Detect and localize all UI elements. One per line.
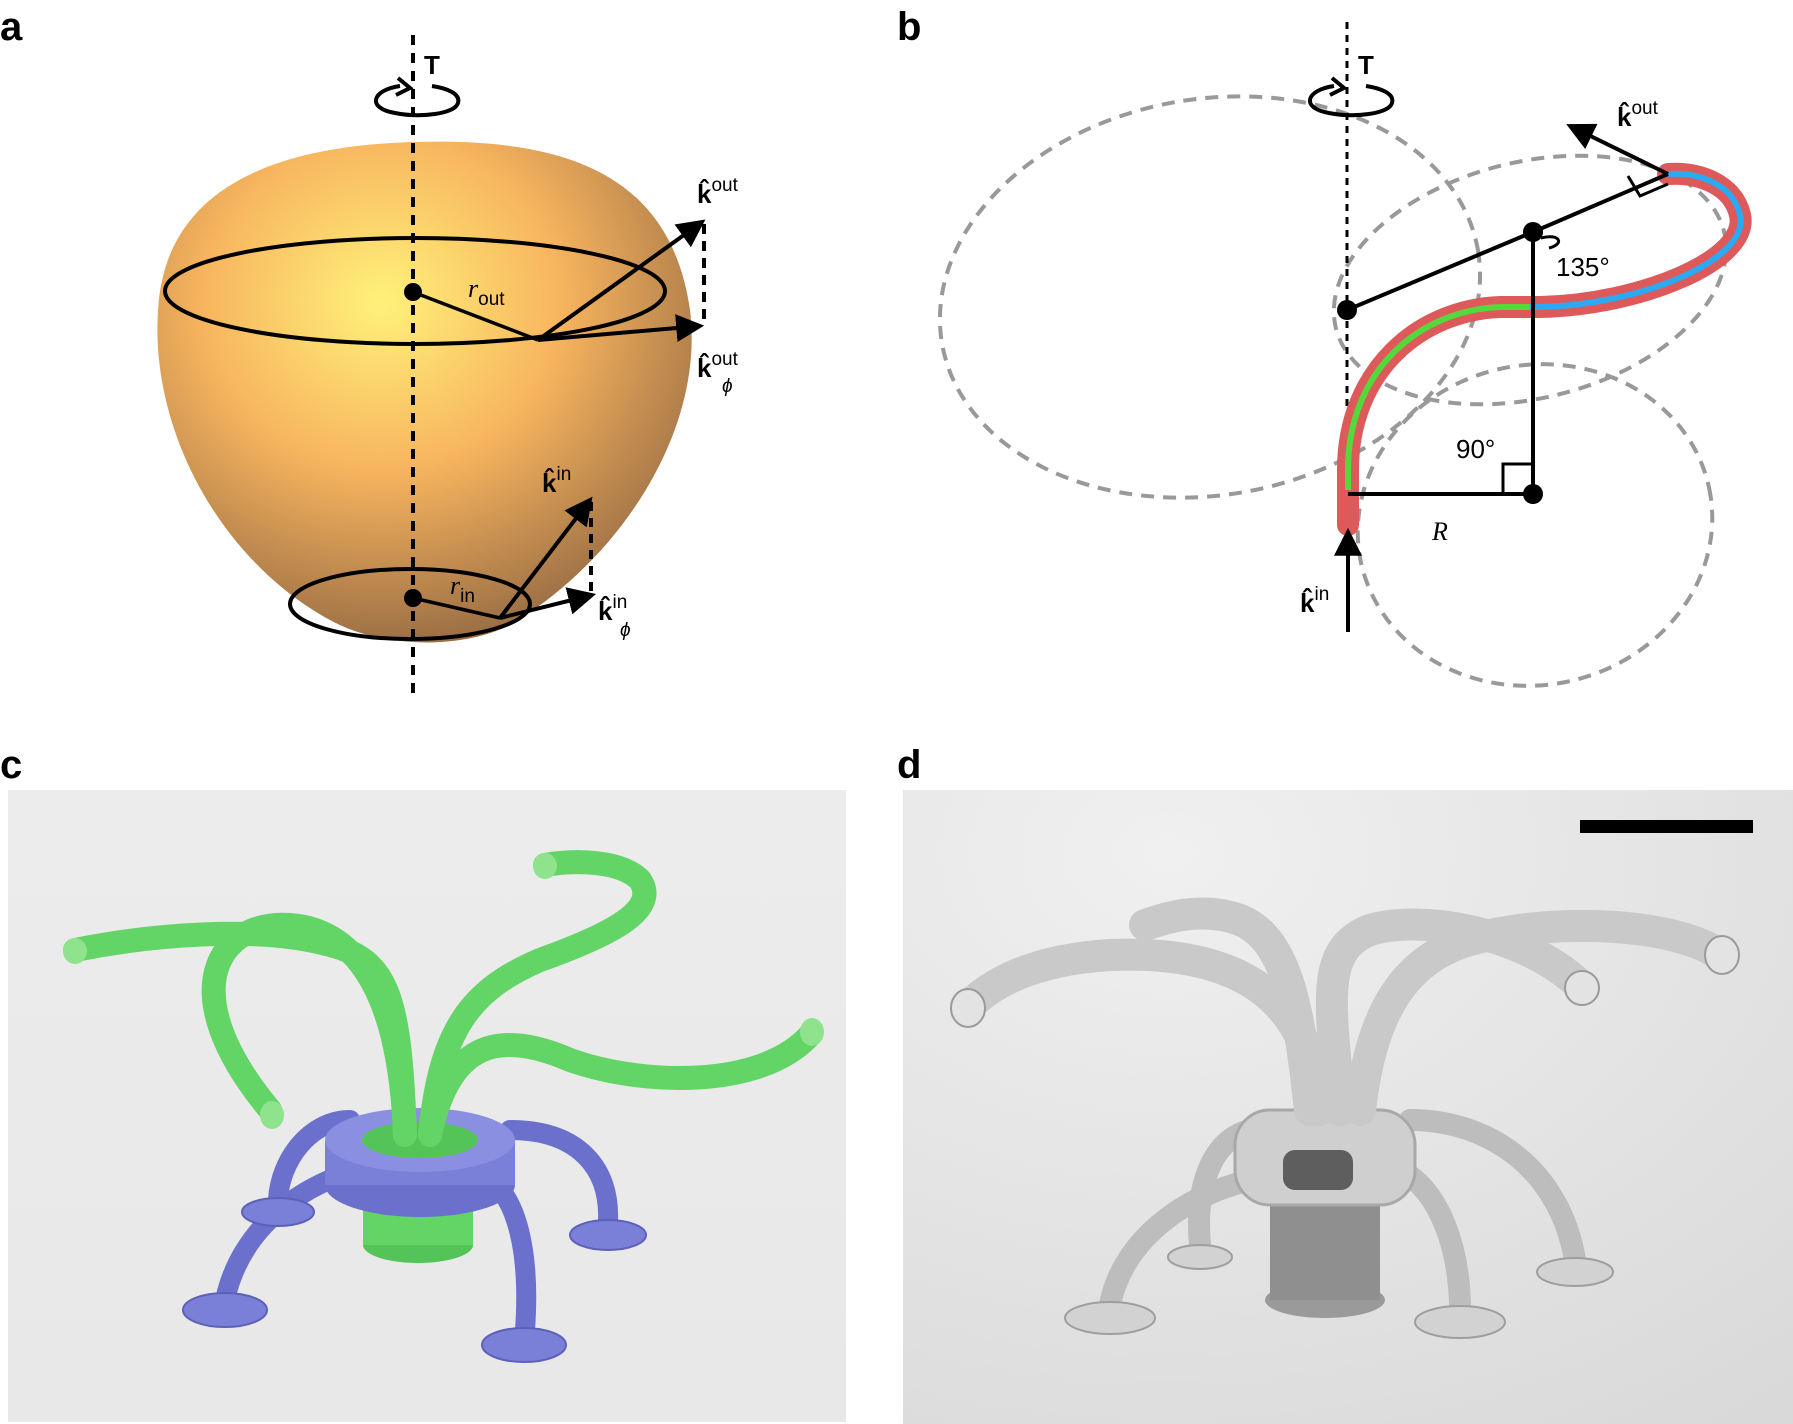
lower-dashed-circle <box>1355 362 1715 688</box>
k-out-arrow <box>536 219 706 342</box>
k-phi-in-label: k̂in <box>598 592 627 626</box>
outer-ring <box>163 236 667 346</box>
torque-rotation-icon <box>373 76 461 118</box>
center-dot-bottom <box>1523 484 1543 504</box>
k-out-label-a: k̂out <box>697 175 739 209</box>
panel-d: d <box>897 743 1793 1424</box>
panel-a: a T rout k̂out k̂out ϕ <box>0 5 739 695</box>
center-dot-top <box>1523 222 1543 242</box>
blue-segment <box>1530 170 1744 310</box>
angle-90-label: 90° <box>1456 434 1495 464</box>
large-dashed-circle <box>937 94 1483 500</box>
k-phi-in-subscript: ϕ <box>620 620 631 641</box>
green-arms <box>63 850 822 1147</box>
right-angle-marker-top <box>1626 175 1669 198</box>
panel-d-letter: d <box>897 743 921 787</box>
panel-c: c <box>0 743 846 1422</box>
k-phi-out-arrow <box>537 314 705 342</box>
k-out-label-b: k̂out <box>1617 98 1659 132</box>
upper-dashed-circle <box>1331 153 1729 407</box>
torque-label-b: T <box>1358 50 1374 80</box>
spheroid-body <box>157 141 692 643</box>
k-in-label-b: k̂in <box>1300 584 1329 618</box>
angle-arc-135 <box>1540 235 1561 250</box>
upper-chord-2 <box>1532 172 1669 234</box>
scale-bar <box>1580 820 1753 833</box>
r-in-label: rin <box>450 571 475 607</box>
r-in-radius <box>412 596 501 620</box>
k-out-arrow-b <box>1566 123 1669 176</box>
k-phi-out-subscript: ϕ <box>722 376 733 397</box>
r-out-label: rout <box>468 274 505 310</box>
base-feet <box>182 1197 647 1363</box>
k-phi-out-label: k̂out <box>697 349 739 383</box>
panel-c-letter: c <box>0 743 22 787</box>
panel-a-letter: a <box>0 5 23 49</box>
r-out-radius <box>412 290 539 342</box>
green-arm-ends <box>63 853 824 1129</box>
sem-arms <box>954 897 1736 1126</box>
k-in-label-a: k̂in <box>542 464 571 498</box>
angle-135-label: 135° <box>1556 252 1610 282</box>
radius-R-label: R <box>1431 517 1448 546</box>
panel-b-letter: b <box>897 5 921 49</box>
upper-chord-1 <box>1346 230 1534 312</box>
green-segment <box>1345 304 1530 490</box>
torque-label-a: T <box>424 50 440 80</box>
k-in-arrow <box>498 496 593 620</box>
torque-rotation-icon-b <box>1307 76 1395 118</box>
inner-ring <box>288 567 532 641</box>
center-dot-left <box>1337 300 1357 320</box>
k-phi-in-arrow <box>499 587 597 620</box>
sem-ring <box>1233 1108 1417 1207</box>
sem-arm-ends <box>950 935 1740 1028</box>
sem-feet <box>1064 1244 1614 1339</box>
panel-b: b T 135° 90° R k̂ <box>897 5 1752 688</box>
right-angle-marker-bottom <box>1501 462 1533 494</box>
